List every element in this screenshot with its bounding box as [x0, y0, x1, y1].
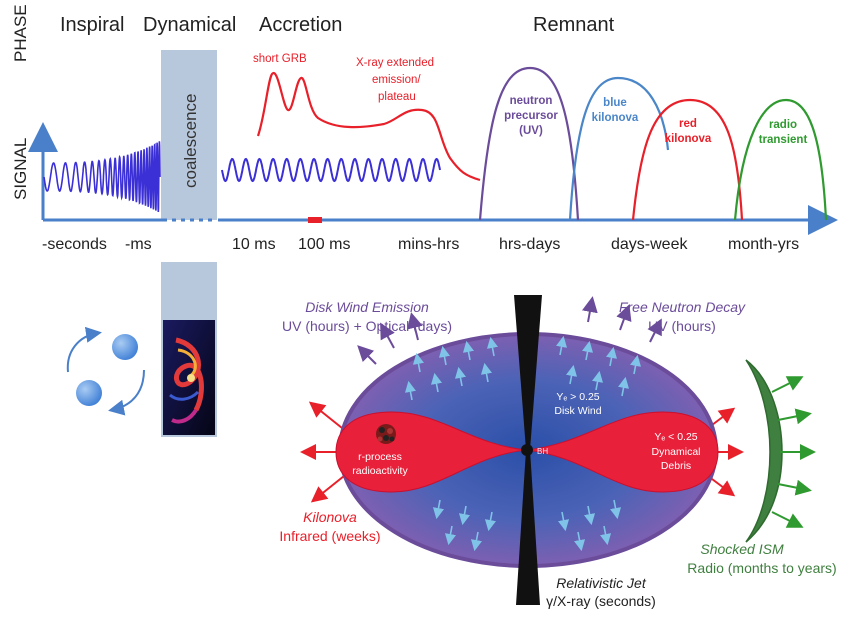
time-label-days-week: days-week — [611, 236, 688, 253]
label-rprocess-2: radioactivity — [352, 465, 408, 477]
grb-xray-curve — [256, 72, 481, 182]
time-label-hrs-days: hrs-days — [499, 236, 560, 253]
curve-red-kilonova — [631, 98, 744, 221]
phase-accretion: Accretion — [259, 14, 342, 36]
label-ye-low-1: Yₑ < 0.25 — [654, 431, 697, 443]
black-hole — [521, 444, 533, 456]
label-rprocess-1: r-process — [358, 451, 402, 463]
time-label-100ms: 100 ms — [298, 236, 350, 253]
disk-wind-arrow — [430, 372, 442, 393]
label-shocked-title: Shocked ISM — [700, 541, 784, 557]
curve-radio-transient — [733, 98, 828, 221]
disk-wind-arrow — [470, 531, 482, 552]
phase-remnant: Remnant — [533, 14, 615, 36]
coalescence-label: coalescence — [181, 93, 200, 188]
disk-wind-arrow — [458, 505, 470, 526]
neutron-decay-outer-arrows — [581, 296, 662, 343]
dynamical-debris-right — [525, 411, 719, 493]
disk-wind-arrow — [630, 354, 642, 375]
disk-wind-arrow — [404, 380, 416, 401]
label-shocked-sub: Radio (months to years) — [687, 560, 836, 576]
disk-wind-arrow — [454, 366, 466, 387]
phase-inspiral: Inspiral — [60, 14, 124, 36]
disk-wind-arrow — [438, 345, 450, 366]
disk-wind-arrow — [556, 335, 568, 356]
phase-dynamical: Dynamical — [143, 14, 236, 36]
label-ye-low-2: Dynamical — [651, 446, 700, 458]
time-label-seconds: -seconds — [42, 236, 107, 253]
label-ye-high-1: Yₑ > 0.25 — [556, 391, 599, 403]
r-process-nucleus-icon — [376, 424, 396, 444]
disk-wind-arrow — [462, 340, 474, 361]
disk-wind-arrow — [566, 364, 578, 385]
time-label-ms: -ms — [125, 236, 152, 253]
disk-wind-inner-arrows — [404, 335, 642, 552]
shocked-ism-arrows — [771, 376, 816, 528]
label-xray-2: emission/ — [372, 74, 421, 86]
label-bh: BH — [537, 447, 548, 456]
inspiral-chirp-wave — [43, 141, 161, 213]
disk-wind-arrow — [558, 511, 570, 532]
label-disk-wind-title: Disk Wind Emission — [305, 299, 429, 315]
label-jet-sub: γ/X-ray (seconds) — [546, 593, 656, 609]
label-neutron-decay-sub: UV (hours) — [648, 318, 716, 334]
disk-wind-arrow — [610, 499, 622, 520]
label-xray-3: plateau — [378, 91, 416, 103]
label-radio-2: transient — [759, 134, 808, 146]
disk-wind-outer-arrows — [357, 312, 423, 365]
label-neutron-decay-title: Free Neutron Decay — [619, 299, 746, 315]
label-neutron-1: neutron — [510, 95, 553, 107]
disk-wind-arrow — [486, 336, 498, 357]
label-radio-1: radio — [769, 119, 797, 131]
label-jet-title: Relativistic Jet — [556, 575, 647, 591]
accretion-wave — [221, 157, 441, 183]
label-ye-low-3: Debris — [661, 460, 691, 472]
row-label-signal: SIGNAL — [11, 138, 30, 200]
time-label-month-yrs: month-yrs — [728, 236, 799, 253]
time-label-10ms: 10 ms — [232, 236, 276, 253]
label-red-2: kilonova — [665, 133, 712, 145]
label-disk-wind-sub: UV (hours) + Optical (days) — [282, 318, 452, 334]
curve-blue-kilonova — [568, 76, 670, 221]
disk-wind-arrow — [412, 352, 424, 373]
disk-wind-arrow — [582, 340, 594, 361]
label-xray-1: X-ray extended — [356, 57, 434, 69]
label-kilonova-title: Kilonova — [303, 509, 357, 525]
disk-wind-arrow — [444, 525, 456, 546]
label-short-grb: short GRB — [253, 53, 307, 65]
label-kilonova-sub: Infrared (weeks) — [279, 528, 380, 544]
coalescence-panel — [161, 50, 217, 220]
binary-orbit-icon — [66, 326, 145, 416]
grb-duration-marker — [308, 217, 322, 223]
disk-wind-arrow — [574, 531, 586, 552]
disk-wind-arrow — [592, 370, 604, 391]
disk-wind-arrow — [600, 525, 612, 546]
label-ye-high-2: Disk Wind — [554, 405, 601, 417]
disk-wind-arrow — [606, 346, 618, 367]
label-blue-1: blue — [603, 97, 627, 109]
shocked-ism-shell — [745, 359, 783, 543]
disk-wind-arrow — [484, 511, 496, 532]
merger-simulation-image — [163, 320, 215, 435]
disk-wind-arrow — [618, 376, 630, 397]
disk-wind-arrow — [584, 505, 596, 526]
disk-wind-arrow — [432, 499, 444, 520]
label-blue-2: kilonova — [592, 112, 639, 124]
label-neutron-2: precursor — [504, 110, 558, 122]
label-neutron-3: (UV) — [519, 125, 543, 137]
row-label-phase: PHASE — [11, 4, 30, 62]
time-label-mins-hrs: mins-hrs — [398, 236, 459, 253]
curve-neutron-precursor — [478, 66, 580, 221]
label-red-1: red — [679, 118, 697, 130]
disk-wind-arrow — [480, 362, 492, 383]
